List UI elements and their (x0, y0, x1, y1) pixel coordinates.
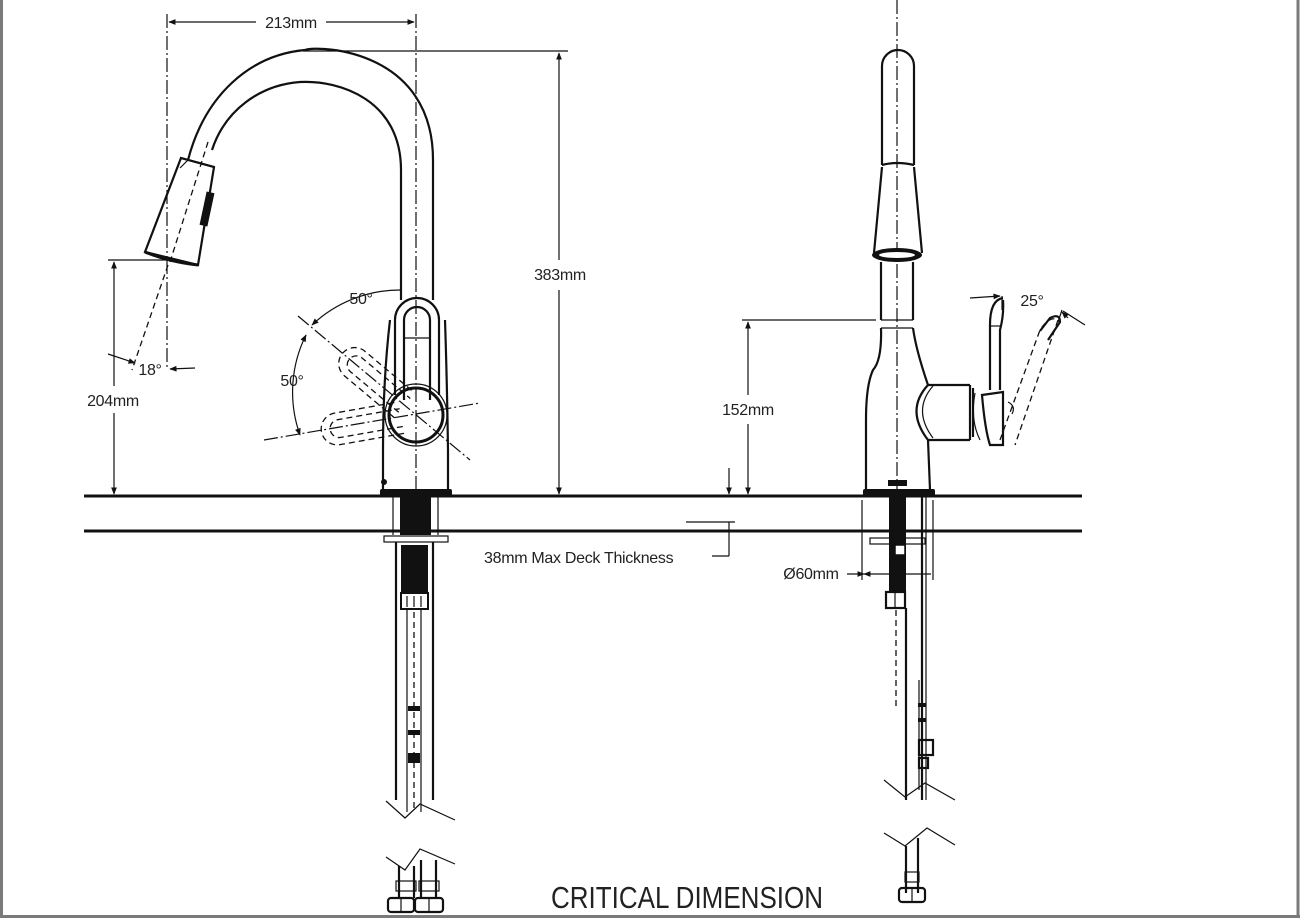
dimension-mount-diameter: Ø60mm (783, 566, 931, 583)
label-handle-height: 152mm (722, 402, 774, 419)
label-handle-rotation-upper: 50° (349, 291, 372, 308)
front-handle-lever (972, 296, 1005, 447)
front-spout (872, 48, 924, 329)
label-spout-reach: 213mm (265, 15, 317, 32)
drawing-title: CRITICAL DIMENSION (551, 880, 823, 915)
dimension-deck-thickness: 38mm Max Deck Thickness (484, 468, 735, 567)
spout-gooseneck (179, 47, 435, 300)
angle-handle-tilt: 25° (969, 293, 1086, 326)
label-handle-tilt: 25° (1020, 293, 1043, 310)
front-handle-tilted (999, 315, 1062, 446)
dimension-spout-reach: 213mm (166, 14, 415, 260)
label-mount-diameter: Ø60mm (783, 566, 838, 583)
label-spray-angle: 18° (138, 362, 161, 379)
label-outlet-height: 204mm (87, 393, 139, 410)
dimension-outlet-height: 204mm (87, 259, 170, 495)
label-deck-thickness: 38mm Max Deck Thickness (484, 550, 674, 567)
countertop-deck (84, 494, 1082, 533)
front-view-faucet: 25° 152mm (722, 0, 1086, 904)
front-supply-lines (861, 497, 956, 904)
angle-spray: 18° (107, 260, 196, 379)
side-view-faucet: 213mm 383mm 204mm 18° 50° 50° (87, 14, 735, 914)
side-supply-lines (383, 497, 456, 914)
label-handle-rotation-lower: 50° (280, 373, 303, 390)
dimension-handle-height: 152mm (722, 319, 876, 495)
dimension-total-height: 383mm (303, 50, 586, 495)
spray-head (143, 141, 216, 267)
label-total-height: 383mm (534, 267, 586, 284)
faucet-body (380, 319, 452, 496)
front-body (863, 327, 975, 496)
handle-rotated-positions (263, 289, 481, 461)
